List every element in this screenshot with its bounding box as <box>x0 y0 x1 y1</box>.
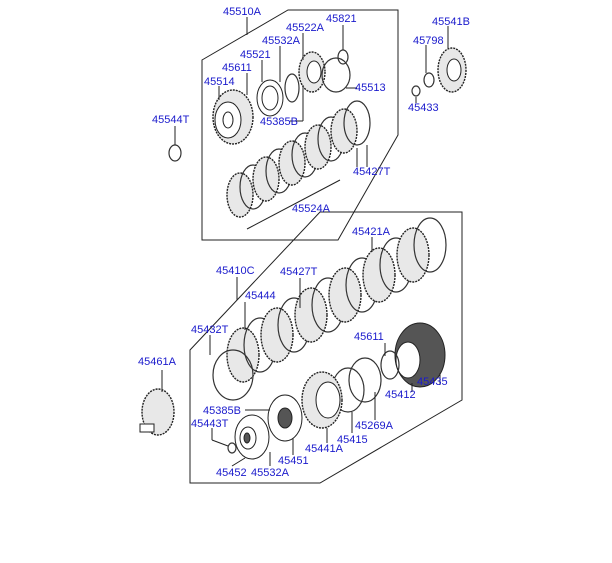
label-45421A[interactable]: 45421A <box>352 226 390 238</box>
part-45443T-ring <box>227 442 237 454</box>
label-45524A[interactable]: 45524A <box>292 203 330 215</box>
clutch-plate <box>226 172 254 218</box>
part-45532A-top <box>284 73 300 103</box>
label-45821[interactable]: 45821 <box>326 13 357 25</box>
clutch-plate <box>304 124 332 170</box>
part-45544T-washer <box>168 144 182 162</box>
part-45461A-gear <box>139 388 175 436</box>
label-45385B-top[interactable]: 45385B <box>260 116 298 128</box>
part-45435-drum <box>394 322 446 388</box>
part-45433-ring <box>411 85 421 97</box>
label-45444[interactable]: 45444 <box>245 290 276 302</box>
part-45521-piston <box>256 79 284 117</box>
label-45522A[interactable]: 45522A <box>286 22 324 34</box>
part-45541B-gear <box>437 47 467 93</box>
clutch-plate <box>362 247 396 303</box>
label-45541B[interactable]: 45541B <box>432 16 470 28</box>
label-45798[interactable]: 45798 <box>413 35 444 47</box>
clutch-plate <box>343 100 371 146</box>
label-45269A[interactable]: 45269A <box>355 420 393 432</box>
label-45532A-top[interactable]: 45532A <box>262 35 300 47</box>
label-45427T-top[interactable]: 45427T <box>353 166 391 178</box>
label-45452[interactable]: 45452 <box>216 467 247 479</box>
label-45415[interactable]: 45415 <box>337 434 368 446</box>
label-45510A[interactable]: 45510A <box>223 6 261 18</box>
clutch-plate <box>260 307 294 363</box>
label-45385B-bot[interactable]: 45385B <box>203 405 241 417</box>
label-45611-top[interactable]: 45611 <box>222 62 252 74</box>
clutch-plate <box>278 140 306 186</box>
label-45521[interactable]: 45521 <box>240 49 271 61</box>
clutch-plate <box>294 287 328 343</box>
clutch-plate <box>226 327 260 383</box>
clutch-plate <box>252 156 280 202</box>
label-45412[interactable]: 45412 <box>385 389 416 401</box>
clutch-plate <box>328 267 362 323</box>
part-45821-seal <box>337 49 349 65</box>
part-45798-bearing <box>423 72 435 88</box>
part-45514-drum <box>212 89 254 145</box>
clutch-plate <box>330 108 358 154</box>
label-45451[interactable]: 45451 <box>278 455 309 467</box>
clutch-plate <box>396 227 430 283</box>
part-45513-snapring <box>321 57 351 93</box>
clutch-plate <box>413 217 447 273</box>
label-45433[interactable]: 45433 <box>408 102 439 114</box>
label-45513[interactable]: 45513 <box>355 82 386 94</box>
part-45524A-clutch-plates <box>226 100 371 218</box>
label-45435[interactable]: 45435 <box>417 376 448 388</box>
part-45412-ring <box>380 350 400 380</box>
part-45451-carrier <box>267 394 303 442</box>
part-45421A-clutch-plates <box>226 217 447 383</box>
lower-assembly-outline <box>189 211 463 484</box>
label-45432T[interactable]: 45432T <box>191 324 229 336</box>
label-45410C[interactable]: 45410C <box>216 265 255 277</box>
part-45452-piston <box>234 414 270 460</box>
label-45544T[interactable]: 45544T <box>152 114 190 126</box>
label-45532A-bot[interactable]: 45532A <box>251 467 289 479</box>
label-45441A[interactable]: 45441A <box>305 443 343 455</box>
leader-lines <box>161 25 449 467</box>
upper-assembly-outline <box>201 9 399 241</box>
part-45269A-ring <box>348 357 382 403</box>
label-45427T-mid[interactable]: 45427T <box>280 266 318 278</box>
label-45443T[interactable]: 45443T <box>191 418 229 430</box>
label-45514[interactable]: 45514 <box>204 76 235 88</box>
part-45522A-spring <box>298 51 326 93</box>
part-45441A-hub <box>301 371 343 429</box>
label-45461A[interactable]: 45461A <box>138 356 176 368</box>
part-45432T-ring <box>212 349 254 401</box>
label-45611-mid[interactable]: 45611 <box>354 331 384 343</box>
